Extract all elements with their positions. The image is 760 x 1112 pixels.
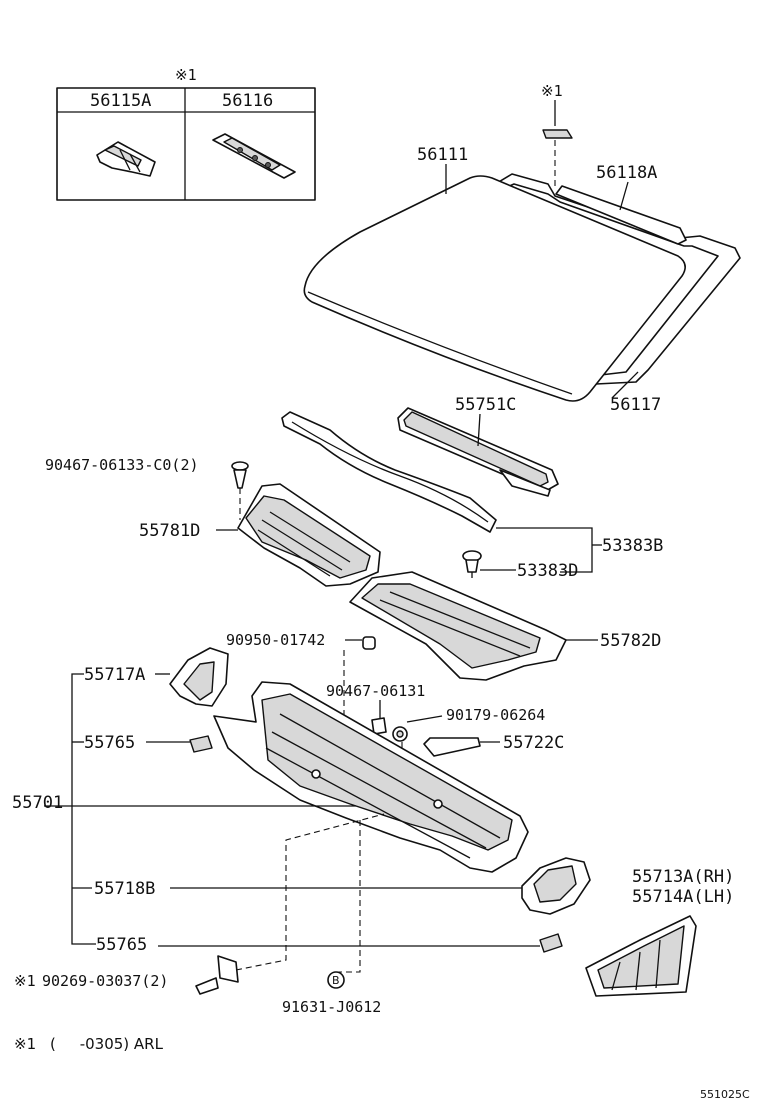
label-55717a: 55717A	[84, 665, 145, 685]
footnote-mark: ※1	[14, 1035, 36, 1053]
inset-note-mark: ※1	[175, 66, 197, 84]
label-mark-top: ※1	[541, 82, 563, 100]
label-90950-01742: 90950-01742	[226, 631, 325, 649]
moulding-56118a	[555, 185, 687, 245]
figure-code: 551025C	[700, 1088, 750, 1101]
screw-90467-06131	[371, 717, 387, 735]
label-55781d: 55781D	[139, 521, 200, 541]
seal-53383b	[281, 411, 497, 533]
leader-53383b	[496, 527, 593, 573]
screw-90467-06133	[231, 461, 249, 489]
side-panel-55713a-55714a	[585, 915, 697, 997]
nut-90179-06264	[392, 726, 408, 742]
label-55714a: 55714A(LH)	[632, 887, 734, 907]
label-90467-06133: 90467-06133-C0(2)	[45, 456, 199, 474]
windshield-glass-56111	[303, 175, 686, 402]
brace-55722c	[423, 737, 481, 757]
clip-91631-j0612: B	[327, 971, 345, 989]
clip-56115a-shape	[96, 141, 156, 177]
label-90467-06131: 90467-06131	[326, 682, 425, 700]
nut-90950-01742	[362, 636, 376, 650]
label-56118a: 56118A	[596, 163, 657, 183]
louver-55781d	[237, 483, 381, 587]
label-55722c: 55722C	[503, 733, 564, 753]
label-90179-06264: 90179-06264	[446, 706, 545, 724]
bracket-55717a	[169, 647, 229, 707]
inset-frame	[56, 87, 316, 201]
label-91631-circle: B	[332, 974, 340, 987]
inset-table: ※1 56115A 56116	[56, 66, 316, 201]
label-55782d: 55782D	[600, 631, 661, 651]
clip-55765-lower	[539, 933, 563, 953]
label-55751c: 55751C	[455, 395, 516, 415]
label-55701: 55701	[12, 793, 63, 813]
windshield-assembly: ※1	[303, 82, 741, 402]
clip-53383d	[462, 550, 482, 578]
label-56111: 56111	[417, 145, 468, 165]
bracket-55701	[71, 673, 96, 945]
label-55718b: 55718B	[94, 879, 155, 899]
footnote-text: ( -0305) ARL	[50, 1035, 164, 1053]
screw-90269-03037	[195, 955, 239, 995]
louver-55782d	[349, 571, 567, 681]
label-55765-upper: 55765	[84, 733, 135, 753]
clip-56116-shape	[212, 133, 296, 179]
inset-col-right-label: 56116	[222, 91, 273, 111]
label-53383b: 53383B	[602, 536, 663, 556]
bracket-55718b	[521, 857, 591, 915]
label-53383d: 53383D	[517, 561, 578, 581]
cowl-55751c	[397, 407, 559, 497]
cowl-panel-55701	[213, 681, 529, 873]
label-90269-mark: ※1	[14, 972, 36, 990]
label-55713a: 55713A(RH)	[632, 867, 734, 887]
clip-top-marked	[542, 129, 573, 139]
inset-col-left-label: 56115A	[90, 91, 151, 111]
label-56117: 56117	[610, 395, 661, 415]
label-90269-03037: 90269-03037(2)	[42, 972, 168, 990]
clip-55765-upper	[189, 735, 213, 753]
label-91631-j0612: 91631-J0612	[282, 998, 381, 1016]
label-55765-lower: 55765	[96, 935, 147, 955]
